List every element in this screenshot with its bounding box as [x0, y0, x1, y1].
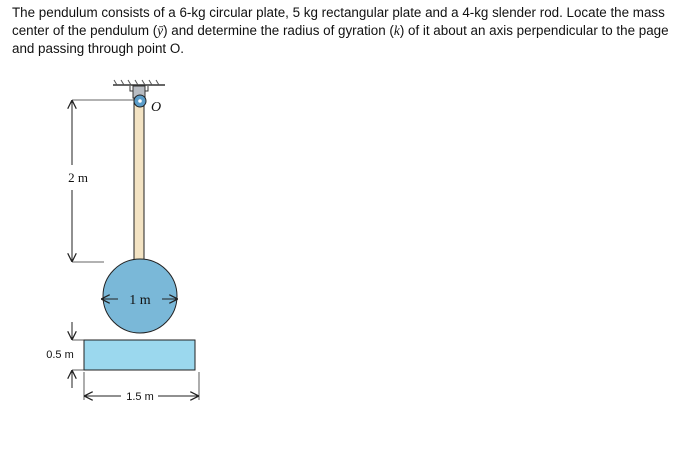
problem-statement: The pendulum consists of a 6-kg circular… [12, 5, 669, 56]
ceiling-support [113, 79, 165, 99]
slender-rod [133, 98, 145, 268]
plate-width-dimension [83, 372, 200, 400]
pivot-label: O [151, 100, 161, 115]
plate-height-label: 0.5 m [46, 349, 74, 361]
rod-length-label: 2 m [68, 170, 88, 185]
ybar-symbol: ȳ [157, 23, 164, 38]
pivot-pin-center [138, 99, 142, 103]
plate-height-dimension [72, 322, 84, 388]
disk-diameter-label: 1 m [129, 293, 151, 308]
plate-width-label: 1.5 m [126, 391, 154, 403]
rectangular-plate [83, 339, 196, 371]
k-symbol: k [393, 23, 400, 38]
rod-length-dimension [72, 99, 134, 263]
